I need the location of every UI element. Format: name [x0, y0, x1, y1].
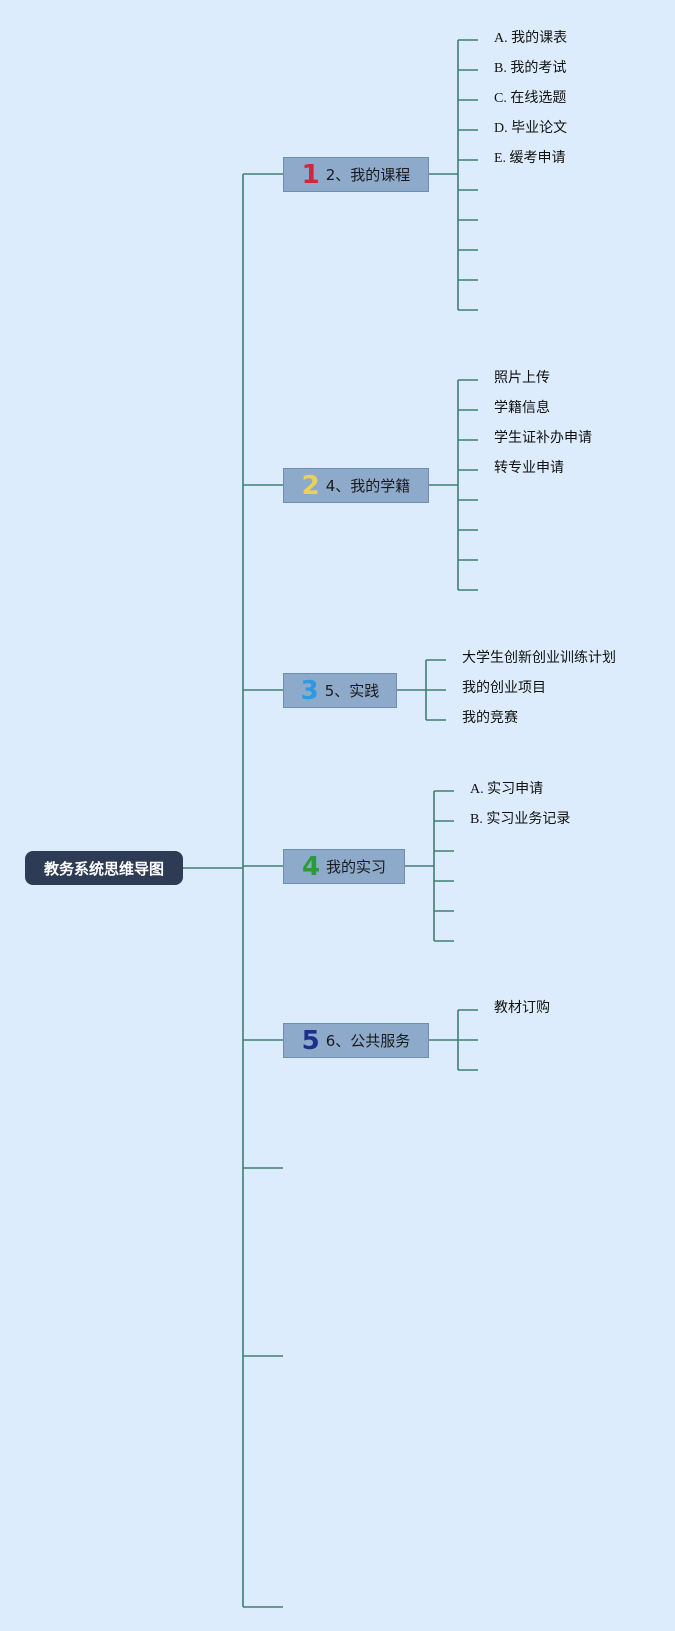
leaf-item[interactable]: 学生证补办申请	[494, 431, 592, 446]
leaf-item[interactable]: 学籍信息	[494, 401, 550, 416]
leaf-item[interactable]: D. 毕业论文	[494, 121, 568, 136]
leaf-item[interactable]: 我的创业项目	[462, 681, 546, 696]
leaf-item[interactable]: A. 我的课表	[494, 31, 568, 46]
root-label: 教务系统思维导图	[43, 859, 164, 878]
branch-label: 4、我的学籍	[325, 477, 411, 495]
leaf-item[interactable]: B. 我的考试	[494, 61, 567, 76]
leaf-item[interactable]: C. 在线选题	[494, 91, 567, 106]
branch-node-2[interactable]: 2 4、我的学籍	[283, 468, 429, 503]
branch-label: 我的实习	[326, 858, 387, 876]
leaf-item[interactable]: E. 缓考申请	[494, 151, 566, 166]
leaf-item[interactable]: 教材订购	[494, 1001, 550, 1016]
root-node[interactable]: 教务系统思维导图	[25, 851, 183, 885]
branch-label: 5、实践	[324, 682, 380, 700]
leaf-item[interactable]: 照片上传	[494, 371, 550, 386]
branch-node-5[interactable]: 5 6、公共服务	[283, 1023, 429, 1058]
leaf-item[interactable]: 我的竞赛	[462, 711, 518, 726]
number-badge-icon: 1	[301, 159, 320, 190]
branch-label: 2、我的课程	[325, 166, 411, 184]
leaf-item[interactable]: 大学生创新创业训练计划	[462, 651, 616, 666]
number-badge-icon: 3	[300, 675, 319, 706]
leaf-item[interactable]: 转专业申请	[494, 461, 564, 476]
branch-node-4[interactable]: 4 我的实习	[283, 849, 405, 884]
number-badge-icon: 2	[301, 470, 320, 501]
leaf-item[interactable]: B. 实习业务记录	[470, 812, 571, 827]
branch-node-3[interactable]: 3 5、实践	[283, 673, 397, 708]
branch-node-1[interactable]: 1 2、我的课程	[283, 157, 429, 192]
leaf-item[interactable]: A. 实习申请	[470, 782, 544, 797]
number-badge-icon: 5	[301, 1025, 320, 1056]
number-badge-icon: 4	[301, 851, 321, 882]
branch-label: 6、公共服务	[325, 1032, 411, 1050]
